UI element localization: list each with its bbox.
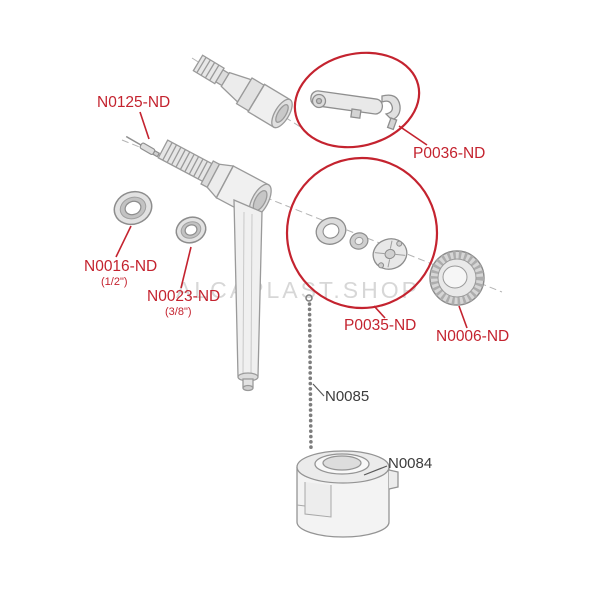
label-n0016: N0016-ND	[84, 258, 158, 275]
callout-circles	[285, 51, 439, 310]
label-n0023: N0023-ND	[147, 288, 221, 305]
dark-leader-lines	[312, 383, 388, 476]
knurled-nut-drawing	[429, 250, 485, 306]
label-n0016-size: (1/2")	[101, 276, 128, 288]
float-cup-drawing	[296, 450, 399, 538]
watermark-text: ALCAPLAST.SHOP	[176, 277, 420, 303]
label-p0035: P0035-ND	[344, 317, 417, 334]
seal-washer-half-inch-drawing	[113, 190, 153, 226]
red-leader-lines	[115, 111, 468, 329]
membrane-set-drawing	[315, 217, 408, 270]
lever-arm-drawing	[310, 90, 401, 131]
callout-circle-p0035	[285, 156, 439, 310]
label-p0036: P0036-ND	[413, 145, 486, 162]
valve-tube-drawing	[233, 199, 263, 392]
label-n0084: N0084	[388, 455, 433, 472]
chain-drawing	[305, 294, 313, 454]
label-n0125: N0125-ND	[97, 94, 171, 111]
label-n0085: N0085	[325, 388, 370, 405]
valve-body-drawing	[157, 139, 272, 218]
callout-ellipse-p0036	[293, 51, 421, 149]
label-n0006: N0006-ND	[436, 328, 510, 345]
spare-inlet-valve-drawing	[192, 54, 293, 129]
needle-pin-drawing	[125, 135, 161, 158]
label-n0023-size: (3/8")	[165, 306, 192, 318]
seal-washer-three-eighth-drawing	[175, 216, 207, 244]
